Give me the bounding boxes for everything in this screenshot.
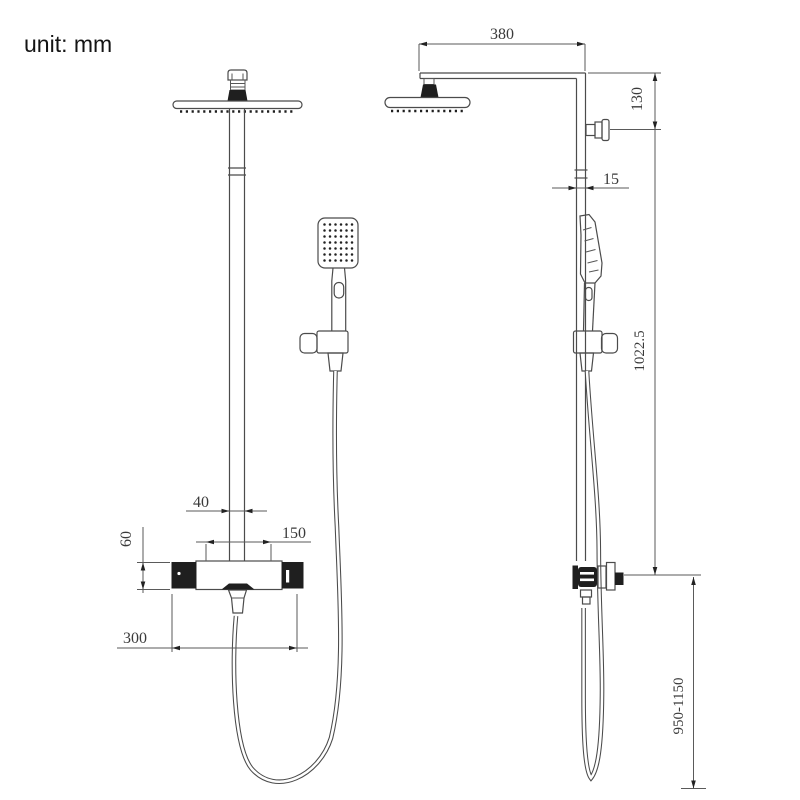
dim-valve-height: 60 bbox=[118, 527, 170, 593]
shower-hose-left bbox=[231, 370, 343, 784]
rain-shower-head-side bbox=[172, 100, 303, 113]
right-view: 380 130 1022.5 15 950-1150 bbox=[384, 26, 706, 789]
hand-shower-left bbox=[317, 217, 359, 331]
dim-label-130: 130 bbox=[629, 87, 646, 111]
ceiling-mount bbox=[227, 69, 248, 101]
riser-pipe-left bbox=[228, 108, 246, 561]
dim-label-60: 60 bbox=[118, 531, 135, 547]
mixer-valve-side bbox=[572, 561, 624, 605]
shower-hose-right bbox=[581, 370, 605, 782]
dim-valve-width: 300 bbox=[117, 594, 308, 652]
mixer-left-handle bbox=[171, 562, 196, 589]
holder-bracket-right bbox=[572, 330, 619, 372]
hand-shower-button bbox=[333, 281, 345, 299]
dim-arm-length: 380 bbox=[418, 26, 586, 71]
dim-riser-width: 40 bbox=[186, 494, 267, 514]
hand-shower-right bbox=[579, 213, 603, 332]
dim-label-1022-5: 1022.5 bbox=[632, 330, 648, 371]
mixer-valve-front bbox=[171, 560, 304, 614]
dim-inlet-spacing: 150 bbox=[196, 525, 311, 561]
hand-shower-nozzles bbox=[323, 223, 354, 262]
riser-pipe-right bbox=[574, 73, 588, 561]
holder-bracket-left bbox=[299, 330, 349, 372]
mixer-right-handle bbox=[282, 562, 304, 589]
dim-label-15: 15 bbox=[603, 171, 619, 188]
dim-label-40: 40 bbox=[193, 494, 209, 511]
dim-pipe-diameter: 15 bbox=[552, 171, 629, 191]
mixer-side-handle bbox=[615, 572, 624, 585]
hose-connector bbox=[579, 352, 595, 372]
unit-label: unit: mm bbox=[24, 31, 112, 57]
dim-head-drop-and-column: 130 1022.5 bbox=[588, 72, 701, 576]
shower-arm bbox=[419, 72, 586, 80]
dim-label-380: 380 bbox=[490, 26, 514, 43]
dim-label-950-1150: 950-1150 bbox=[671, 678, 687, 735]
dim-install-height: 950-1150 bbox=[671, 577, 706, 789]
rain-shower-head-side2 bbox=[384, 78, 471, 113]
dim-label-300: 300 bbox=[123, 630, 147, 647]
hose-connector bbox=[327, 352, 344, 372]
wall-bracket bbox=[585, 118, 610, 142]
dim-label-150: 150 bbox=[282, 525, 306, 542]
left-view: 40 150 60 300 bbox=[117, 69, 359, 784]
mixer-outlet bbox=[227, 589, 248, 614]
